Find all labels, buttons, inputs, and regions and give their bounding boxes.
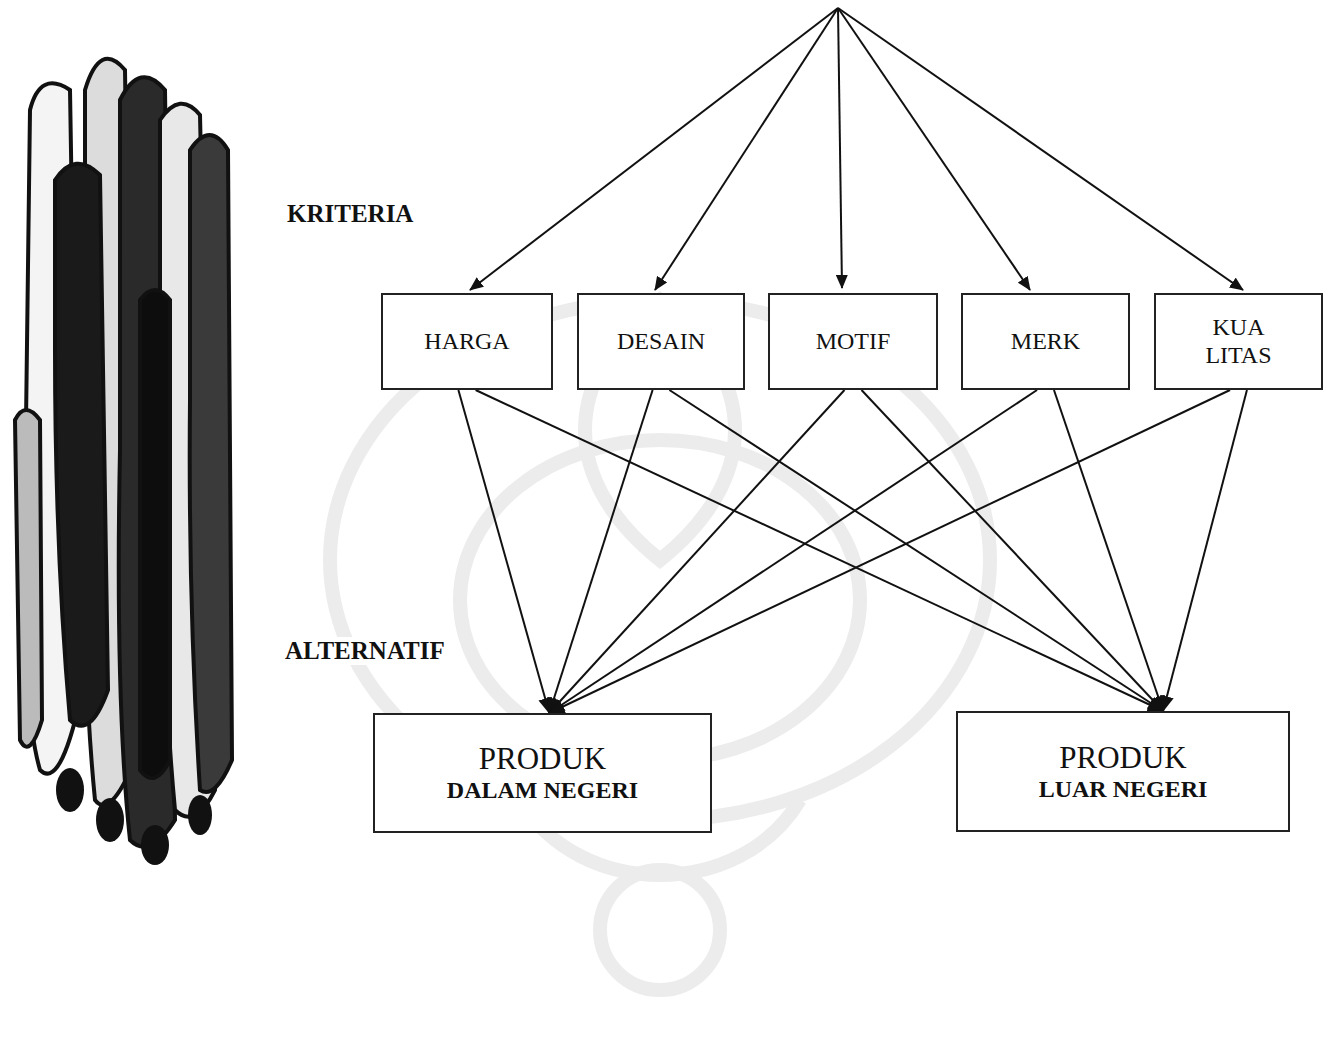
connector-arrow <box>549 390 652 713</box>
connector-arrow <box>549 390 844 713</box>
connector-arrow <box>862 390 1164 711</box>
people-illustration <box>0 0 260 880</box>
connector-arrow <box>1163 390 1247 711</box>
box-label: DESAIN <box>617 328 705 356</box>
box-label: PRODUK <box>479 741 606 777</box>
connector-arrow <box>1054 390 1163 711</box>
box-sublabel: LUAR NEGERI <box>1039 776 1208 804</box>
connector-arrow <box>549 390 1037 713</box>
level-label: KRITERIA <box>285 200 415 228</box>
box-label: MERK <box>1011 328 1080 356</box>
criterion-box: MOTIF <box>768 293 938 390</box>
criterion-box: MERK <box>961 293 1130 390</box>
box-label: HARGA <box>424 328 509 356</box>
alternative-box: PRODUKDALAM NEGERI <box>373 713 712 833</box>
connector-arrow <box>669 390 1163 711</box>
criterion-box: KUA LITAS <box>1154 293 1323 390</box>
criterion-box: DESAIN <box>577 293 745 390</box>
connector-arrow <box>476 390 1163 711</box>
alternative-box: PRODUKLUAR NEGERI <box>956 711 1290 832</box>
criterion-box: HARGA <box>381 293 553 390</box>
box-label: MOTIF <box>816 328 891 356</box>
level-label: ALTERNATIF <box>283 637 447 665</box>
box-label: PRODUK <box>1059 740 1186 776</box>
box-sublabel: DALAM NEGERI <box>447 777 638 805</box>
connector-arrow <box>458 390 549 713</box>
connector-arrow <box>549 390 1230 713</box>
box-label: KUA LITAS <box>1194 314 1284 369</box>
